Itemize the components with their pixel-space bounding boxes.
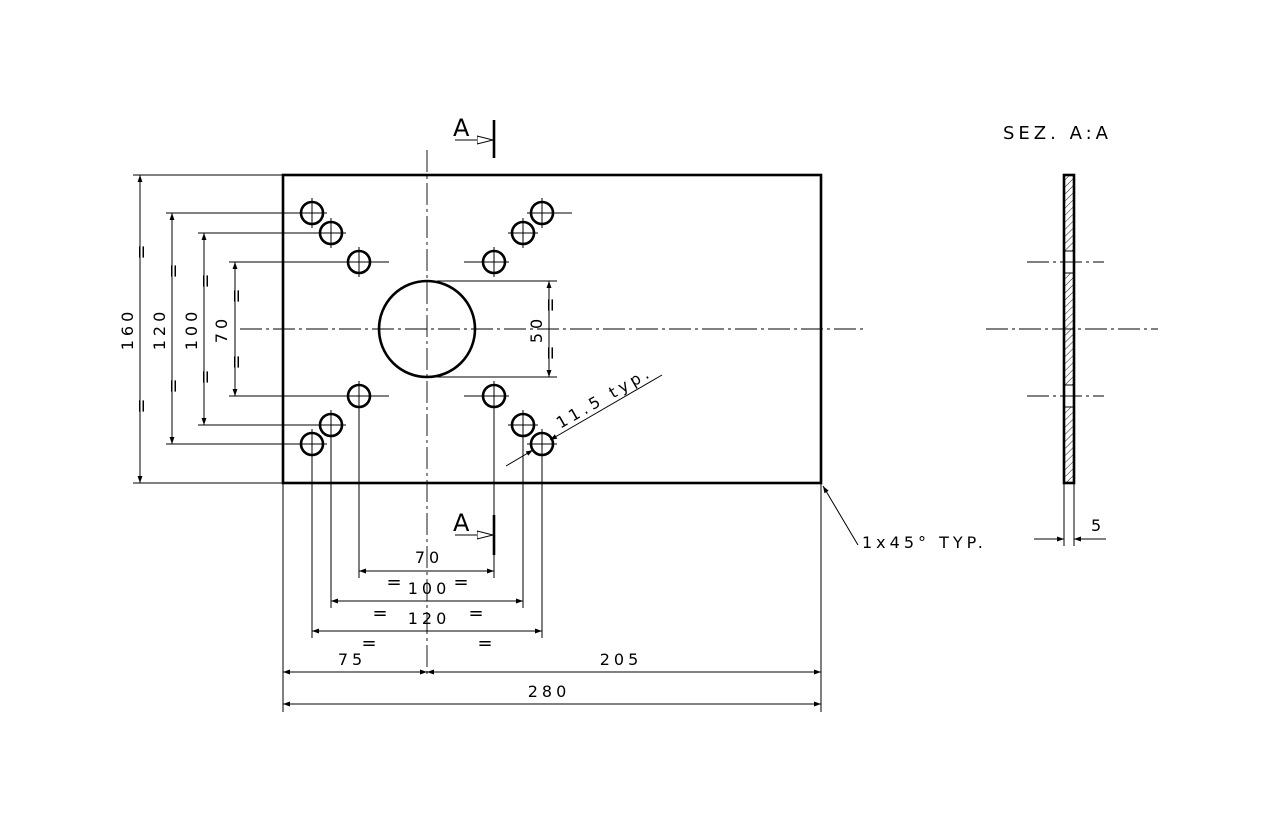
svg-text:=: =: [477, 633, 492, 654]
hole-diameter-note: 11.5 typ.: [553, 362, 656, 432]
chamfer-note: 1x45° TYP.: [862, 533, 987, 552]
chamfer-leader: 1x45° TYP.: [822, 485, 987, 552]
svg-text:=: =: [453, 572, 468, 593]
svg-text:=: =: [468, 603, 483, 624]
section-view: SEZ. A:A 5: [986, 123, 1158, 546]
section-outline: [1062, 173, 1076, 485]
section-hatch-bottom: [1064, 407, 1074, 483]
svg-text:=: =: [163, 378, 184, 393]
equal-marks-vertical: = = = = = = = = = =: [131, 244, 561, 413]
svg-text:=: =: [131, 398, 152, 413]
dim-hole-spacing-inner-v: 70: [212, 315, 231, 343]
equal-marks-horizontal: = = = = = =: [361, 572, 492, 654]
dim-right-offset: 205: [600, 650, 643, 669]
dim-hole-spacing-mid-h: 100: [408, 579, 451, 598]
dim-hole-spacing-inner-h: 70: [415, 548, 443, 567]
dim-overall-length: 280: [528, 682, 571, 701]
svg-text:=: =: [372, 603, 387, 624]
section-hatch-middle: [1064, 273, 1074, 385]
dim-hole-spacing-mid-v: 100: [182, 308, 201, 351]
hole-center-marks: [297, 198, 572, 459]
section-title: SEZ. A:A: [1003, 123, 1112, 144]
svg-text:=: =: [361, 633, 376, 654]
svg-text:=: =: [163, 263, 184, 278]
svg-text:=: =: [386, 572, 401, 593]
front-view: 160 120 100 70 50 = = = = = = = = = = 70…: [118, 114, 987, 712]
dim-bore-height: 50: [527, 315, 546, 343]
dim-thickness: 5: [1091, 516, 1105, 535]
svg-text:=: =: [540, 297, 561, 312]
svg-text:=: =: [540, 345, 561, 360]
vertical-dimension-lines: [137, 175, 552, 483]
dim-overall-height: 160: [118, 308, 137, 351]
svg-text:=: =: [131, 244, 152, 259]
section-letter-bottom: A: [453, 509, 470, 537]
section-mark-bottom: A: [453, 509, 496, 555]
svg-text:=: =: [226, 354, 247, 369]
section-hatch-top: [1064, 175, 1074, 251]
dim-hole-spacing-outer-h: 120: [408, 609, 451, 628]
section-mark-top: A: [453, 114, 496, 158]
dim-hole-spacing-outer-v: 120: [150, 308, 169, 351]
horizontal-dimension-lines: [283, 568, 821, 707]
svg-text:=: =: [195, 273, 216, 288]
extension-lines-left: [133, 174, 557, 484]
svg-text:=: =: [226, 288, 247, 303]
hole-diameter-leader: 11.5 typ.: [505, 362, 663, 467]
svg-text:=: =: [195, 369, 216, 384]
central-bore: [377, 279, 477, 379]
thickness-dimension: 5: [1034, 483, 1106, 546]
dim-left-offset: 75: [338, 650, 366, 669]
section-letter-top: A: [453, 114, 470, 142]
